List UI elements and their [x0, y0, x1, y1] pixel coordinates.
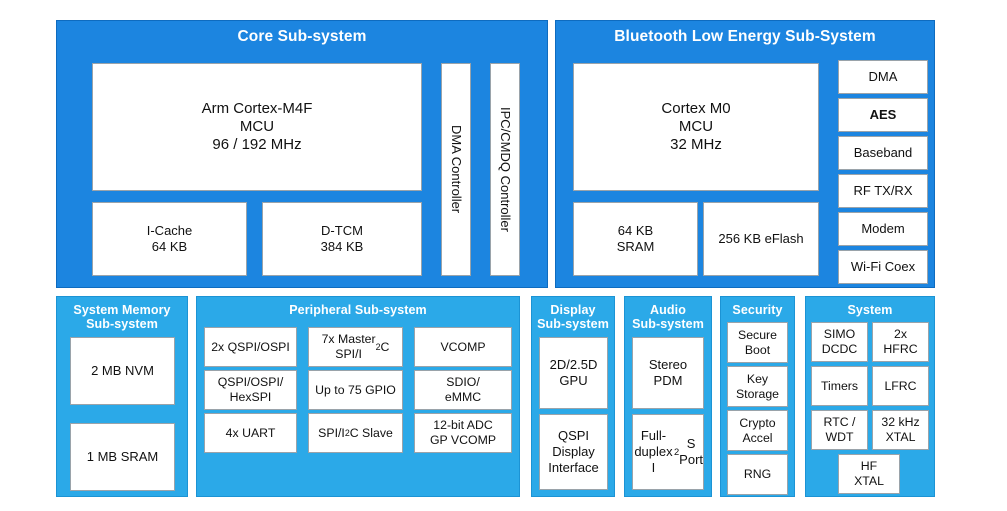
system-rtc-wdt: RTC / WDT — [811, 410, 868, 450]
ble-block-baseband: Baseband — [838, 136, 928, 170]
core-cpu-block: Arm Cortex-M4F MCU 96 / 192 MHz — [92, 63, 422, 191]
system-subsystem-title: System — [847, 303, 893, 317]
system-hf-xtal: HF XTAL — [838, 454, 900, 494]
system-lfrc: LFRC — [872, 366, 929, 406]
audio-subsystem-title: Audio Sub-system — [632, 303, 704, 332]
ble-block-modem: Modem — [838, 212, 928, 246]
ble-memory-eflash: 256 KB eFlash — [703, 202, 819, 276]
security-secure-boot: Secure Boot — [727, 322, 788, 363]
core-memory-i-cache: I-Cache 64 KB — [92, 202, 247, 276]
core-subsystem-title: Core Sub-system — [237, 28, 367, 45]
peripheral-sdio-emmc: SDIO/eMMC — [414, 370, 512, 410]
ble-memory-sram: 64 KB SRAM — [573, 202, 698, 276]
ble-block-dma: DMA — [838, 60, 928, 94]
display-subsystem-title: Display Sub-system — [537, 303, 609, 332]
peripheral-vcomp: VCOMP — [414, 327, 512, 367]
security-subsystem-title: Security — [732, 303, 783, 317]
ble-block-aes: AES — [838, 98, 928, 132]
system-memory-nvm: 2 MB NVM — [70, 337, 175, 405]
security-rng: RNG — [727, 454, 788, 495]
peripheral-subsystem-title: Peripheral Sub-system — [289, 303, 427, 317]
system-xtal-32khz: 32 kHz XTAL — [872, 410, 929, 450]
display-gpu: 2D/2.5D GPU — [539, 337, 608, 409]
ble-block-rf-tx-rx: RF TX/RX — [838, 174, 928, 208]
system-simo-dcdc: SIMO DCDC — [811, 322, 868, 362]
ble-subsystem-title: Bluetooth Low Energy Sub-System — [614, 28, 876, 45]
peripheral-qspi-ospi: 2x QSPI/OSPI — [204, 327, 297, 367]
peripheral-qspi-ospi-hexspi: QSPI/OSPI/HexSPI — [204, 370, 297, 410]
core-dma-controller: DMA Controller — [441, 63, 471, 276]
system-timers: Timers — [811, 366, 868, 406]
core-memory-d-tcm: D-TCM 384 KB — [262, 202, 422, 276]
system-memory-sram: 1 MB SRAM — [70, 423, 175, 491]
security-key-storage: Key Storage — [727, 366, 788, 407]
system-hfrc: 2x HFRC — [872, 322, 929, 362]
display-qspi-interface: QSPI Display Interface — [539, 414, 608, 490]
system-memory-subsystem-title: System Memory Sub-system — [73, 303, 171, 332]
ble-block-wifi-coex: Wi-Fi Coex — [838, 250, 928, 284]
peripheral-uart: 4x UART — [204, 413, 297, 453]
ble-cpu-block: Cortex M0 MCU 32 MHz — [573, 63, 819, 191]
core-ipc-cmdq-controller: IPC/CMDQ Controller — [490, 63, 520, 276]
peripheral-gpio: Up to 75 GPIO — [308, 370, 403, 410]
security-crypto-accel: Crypto Accel — [727, 410, 788, 451]
